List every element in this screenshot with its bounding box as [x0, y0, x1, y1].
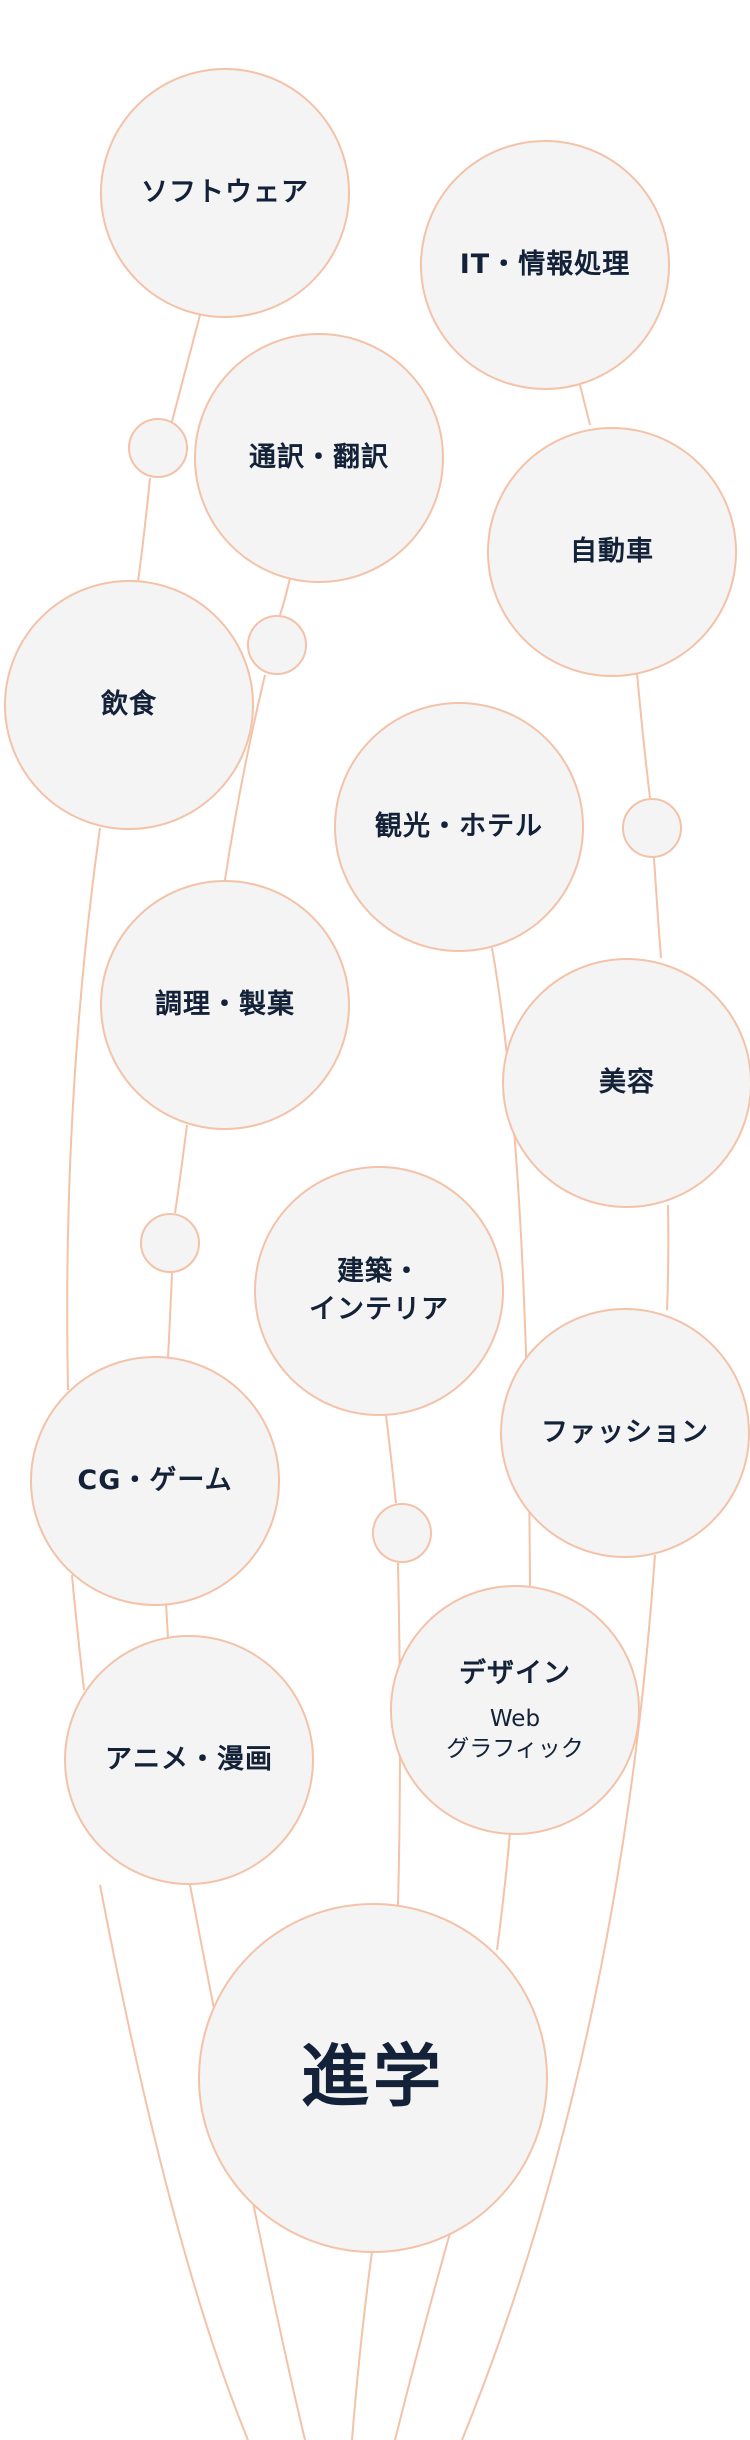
- connector-line: [636, 672, 651, 799]
- connector-line: [666, 1204, 670, 1311]
- small-node: [622, 798, 682, 858]
- node-cg-game[interactable]: CG・ゲーム: [30, 1356, 280, 1606]
- node-shingaku[interactable]: 進学: [198, 1903, 548, 2253]
- node-label: 調理・製菓: [155, 989, 295, 1021]
- connector-line: [224, 674, 266, 881]
- node-label: アニメ・漫画: [105, 1744, 273, 1776]
- node-design[interactable]: デザイン Web グラフィック: [390, 1585, 640, 1835]
- node-label: IT・情報処理: [459, 249, 631, 281]
- connector-line: [351, 2251, 373, 2440]
- node-architecture[interactable]: 建築・ インテリア: [254, 1166, 504, 1416]
- node-beauty[interactable]: 美容: [502, 958, 750, 1208]
- connector-line: [394, 2232, 451, 2440]
- node-label: デザイン: [459, 1658, 571, 1690]
- connector-line: [461, 1554, 656, 2440]
- node-label: 建築・ インテリア: [309, 1256, 449, 1325]
- node-automobile[interactable]: 自動車: [487, 427, 737, 677]
- connector-line: [496, 1831, 511, 1951]
- node-cooking[interactable]: 調理・製菓: [100, 880, 350, 1130]
- connector-line: [165, 1602, 169, 1639]
- node-fashion[interactable]: ファッション: [500, 1308, 750, 1558]
- node-tourism[interactable]: 観光・ホテル: [334, 702, 584, 952]
- connector-line: [579, 384, 591, 426]
- connector-line: [279, 577, 291, 616]
- connector-line: [174, 1124, 188, 1214]
- connector-line: [137, 477, 151, 583]
- small-node: [128, 418, 188, 478]
- node-anime[interactable]: アニメ・漫画: [64, 1635, 314, 1885]
- small-node: [140, 1213, 200, 1273]
- node-label: 飲食: [101, 689, 157, 721]
- node-food[interactable]: 飲食: [4, 580, 254, 830]
- node-label: 自動車: [570, 536, 654, 568]
- node-translation[interactable]: 通訳・翻訳: [194, 333, 444, 583]
- connector-line: [71, 1574, 85, 1691]
- small-node: [247, 615, 307, 675]
- connector-line: [99, 1884, 249, 2440]
- connector-line: [385, 1414, 397, 1504]
- node-sublabel: Web グラフィック: [446, 1706, 584, 1762]
- node-label: 美容: [599, 1067, 655, 1099]
- node-label: CG・ゲーム: [77, 1465, 233, 1497]
- node-it[interactable]: IT・情報処理: [420, 140, 670, 390]
- small-node: [372, 1503, 432, 1563]
- node-label: ソフトウェア: [141, 177, 309, 209]
- node-label: 進学: [300, 2038, 445, 2118]
- connector-line: [167, 1272, 173, 1359]
- node-label: 観光・ホテル: [375, 811, 543, 843]
- connector-line: [66, 827, 101, 1391]
- node-software[interactable]: ソフトウェア: [100, 68, 350, 318]
- node-label: ファッション: [541, 1417, 709, 1449]
- connector-line: [653, 857, 662, 959]
- node-label: 通訳・翻訳: [249, 442, 389, 474]
